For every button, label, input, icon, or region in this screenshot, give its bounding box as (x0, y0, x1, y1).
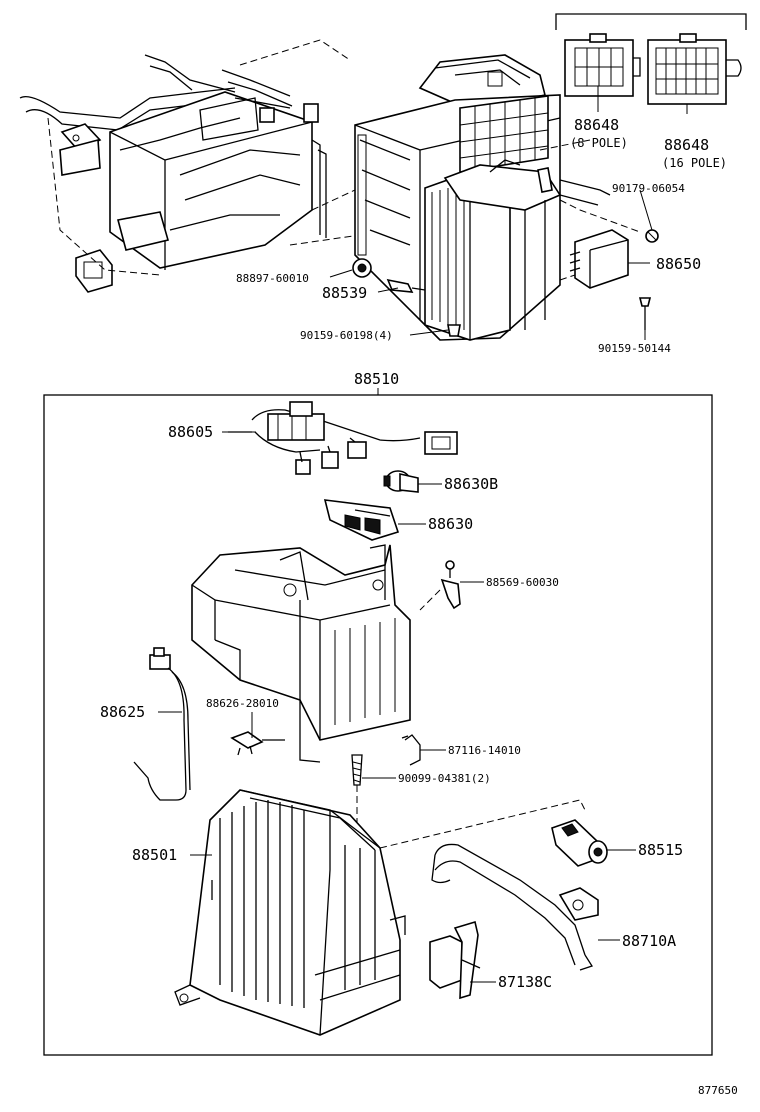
label-88626-28010: 88626-28010 (206, 697, 279, 710)
connector-16-pole (647, 33, 742, 105)
clip-88626 (230, 731, 285, 756)
screw-90179 (645, 229, 659, 243)
resistor-87138C (429, 920, 481, 1000)
heater-unit-housing (19, 39, 431, 293)
cooling-unit-top (354, 54, 641, 341)
assembly-leader-lines (158, 431, 636, 983)
top-leader-lines (329, 189, 653, 340)
evaporator-88501 (174, 789, 586, 1036)
label-88650: 88650 (656, 255, 701, 273)
label-90179-06054: 90179-06054 (612, 182, 685, 195)
label-87116-14010: 87116-14010 (448, 744, 521, 757)
drawing-number: 877650 (698, 1084, 738, 1097)
grommet-88897 (352, 258, 372, 278)
label-88501: 88501 (132, 846, 177, 864)
label-88648-8-pole-sub: (8 POLE) (570, 136, 628, 150)
sensor-88630B (383, 470, 419, 493)
label-88897-60010: 88897-60010 (236, 272, 309, 285)
pipe-88710A (431, 843, 599, 971)
label-88510: 88510 (354, 370, 399, 388)
connector-8-pole (564, 33, 641, 97)
label-88710a: 88710A (622, 932, 676, 950)
screw-90159-60198 (447, 324, 461, 337)
label-88630: 88630 (428, 515, 473, 533)
evaporator-upper-case (191, 544, 411, 763)
wiring-harness-88605 (228, 401, 458, 475)
label-90159-50144: 90159-50144 (598, 342, 671, 355)
label-88648-16-pole-sub: (16 POLE) (662, 156, 727, 170)
label-88605: 88605 (168, 423, 213, 441)
sensor-88630 (323, 499, 400, 541)
screw-90159-50144 (638, 297, 652, 330)
label-88539: 88539 (322, 284, 367, 302)
amplifier-module-88650 (569, 229, 629, 289)
clip-88569 (440, 560, 461, 610)
label-88648-8-pole: 88648 (574, 116, 619, 134)
label-88515: 88515 (638, 841, 683, 859)
callout-labels: 88648 (8 POLE) 88648 (16 POLE) 90179-060… (100, 116, 738, 1097)
label-90159-60198: 90159-60198(4) (300, 329, 393, 342)
label-90099-04381: 90099-04381(2) (398, 772, 491, 785)
label-87138c: 87138C (498, 973, 552, 991)
label-88648-16-pole: 88648 (664, 136, 709, 154)
label-88625: 88625 (100, 703, 145, 721)
clip-87116 (401, 734, 421, 766)
label-88569-60030: 88569-60030 (486, 576, 559, 589)
thermistor-88625 (133, 647, 191, 801)
expansion-valve-88515 (551, 819, 608, 867)
label-88630b: 88630B (444, 475, 498, 493)
